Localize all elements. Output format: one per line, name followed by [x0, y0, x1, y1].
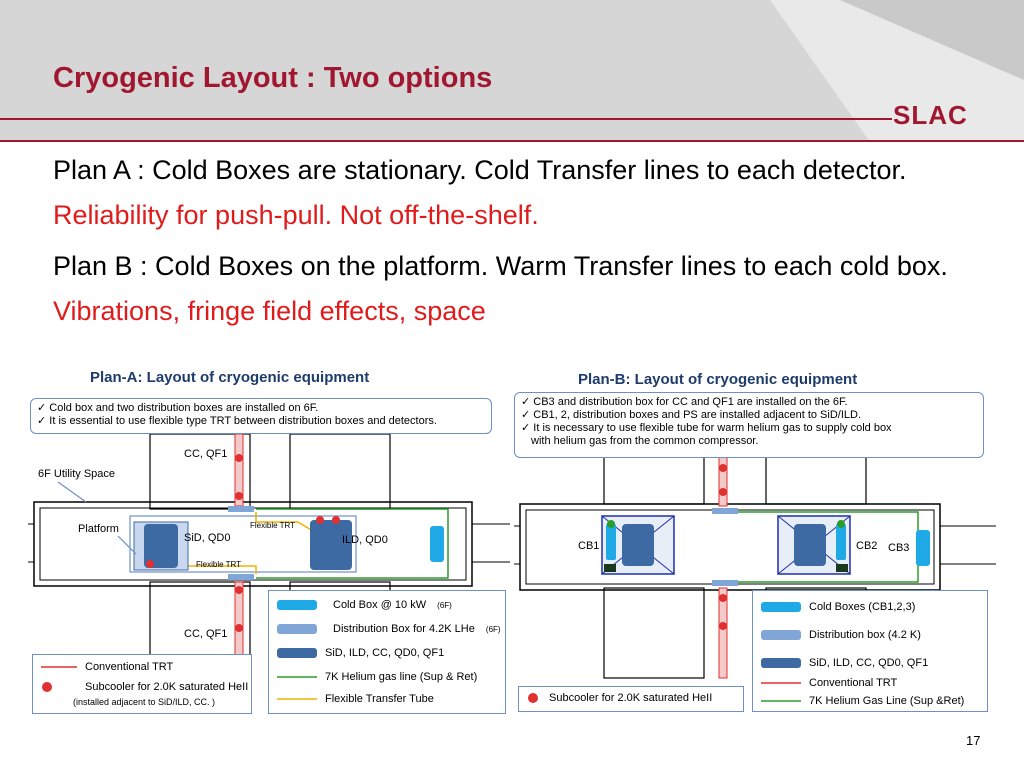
legend-item: Distribution Box for 4.2K LHe (6F): [277, 623, 501, 635]
plan-b-note: ✓ It is necessary to use flexible tube f…: [521, 422, 892, 434]
slac-logo: SLAC: [893, 100, 968, 130]
legend-label: Flexible Transfer Tube: [325, 693, 434, 705]
plan-b-legend-left: Subcooler for 2.0K saturated HeII: [518, 686, 744, 712]
plan-a-note: ✓ Cold box and two distribution boxes ar…: [37, 402, 319, 414]
flexible-trt-label: Flexible TRT: [250, 521, 296, 530]
bullet-text: Plan B : Cold Boxes on the platform. War…: [53, 251, 948, 281]
plan-a-diagram: [28, 433, 510, 673]
legend-label: Subcooler for 2.0K saturated HeII: [85, 681, 249, 693]
legend-item: 7K Helium Gas Line (Sup &Ret): [761, 695, 964, 707]
legend-item: Flexible Transfer Tube: [277, 693, 434, 705]
plan-a-title: Plan-A: Layout of cryogenic equipment: [90, 369, 370, 386]
legend-label: 7K Helium Gas Line (Sup &Ret): [809, 695, 965, 707]
legend-item: Cold Boxes (CB1,2,3): [761, 601, 915, 613]
legend-item: SiD, ILD, CC, QD0, QF1: [761, 657, 928, 669]
title-rule: [0, 118, 892, 120]
cb1-label: CB1: [578, 540, 600, 552]
plan-b-title: Plan-B: Layout of cryogenic equipment: [578, 371, 858, 388]
legend-label: Distribution box (4.2 K): [809, 629, 921, 641]
plan-b-diagram: [514, 433, 996, 679]
legend-item: Conventional TRT: [761, 677, 897, 689]
legend-label: SiD, ILD, CC, QD0, QF1: [809, 657, 929, 669]
legend-label: Conventional TRT: [85, 661, 174, 673]
legend-sub-note: (installed adjacent to SiD/ILD, CC. ): [73, 697, 216, 707]
plan-b-note: ✓ CB3 and distribution box for CC and QF…: [521, 396, 848, 408]
legend-label: Cold Boxes (CB1,2,3): [809, 601, 916, 613]
slide-title: Cryogenic Layout : Two options: [53, 62, 493, 94]
bullet-plan-a: Plan A : Cold Boxes are stationary. Cold…: [53, 148, 993, 238]
cc-qf1-bottom-label: CC, QF1: [184, 628, 228, 640]
sid-qd0-label: SiD, QD0: [184, 532, 231, 544]
legend-item: Subcooler for 2.0K saturated HeII: [41, 681, 248, 693]
plan-b-note: with helium gas from the common compress…: [531, 435, 759, 447]
plan-a-legend-left: Conventional TRT Subcooler for 2.0K satu…: [32, 654, 252, 714]
cb3-label: CB3: [888, 542, 910, 554]
bullet-text: Plan A : Cold Boxes are stationary. Cold…: [53, 155, 907, 185]
plan-a-legend-right: Cold Box @ 10 kW (6F) Distribution Box f…: [268, 590, 506, 714]
cb2-label: CB2: [856, 540, 878, 552]
plan-b-figure: Plan-B: Layout of cryogenic equipment ✓ …: [514, 364, 996, 716]
legend-item: SiD, ILD, CC, QD0, QF1: [277, 647, 444, 659]
legend-item: 7K Helium gas line (Sup & Ret): [277, 671, 477, 683]
flexible-trt-label: Flexible TRT: [196, 560, 242, 569]
legend-label: Subcooler for 2.0K saturated HeII: [549, 692, 713, 704]
legend-sup: (6F): [437, 601, 452, 610]
plan-a-note: ✓ It is essential to use flexible type T…: [37, 415, 437, 427]
legend-item: Subcooler for 2.0K saturated HeII: [527, 692, 712, 704]
utility-space-label: 6F Utility Space: [38, 468, 116, 480]
bullet-highlight: Vibrations, fringe field effects, space: [53, 296, 486, 326]
legend-label: 7K Helium gas line (Sup & Ret): [325, 671, 478, 683]
plan-b-legend-right: Cold Boxes (CB1,2,3) Distribution box (4…: [752, 590, 988, 712]
ild-qd0-label: ILD, QD0: [342, 534, 388, 546]
legend-label: Conventional TRT: [809, 677, 898, 689]
legend-label: SiD, ILD, CC, QD0, QF1: [325, 647, 445, 659]
plan-a-notes: ✓ Cold box and two distribution boxes ar…: [30, 398, 492, 434]
cc-qf1-top-label: CC, QF1: [184, 448, 228, 460]
legend-item: Conventional TRT: [41, 661, 173, 673]
header-decoration: [770, 0, 1024, 142]
platform-label: Platform: [78, 523, 119, 535]
plan-a-figure: Plan-A: Layout of cryogenic equipment ✓ …: [28, 364, 510, 716]
legend-label: Cold Box @ 10 kW: [333, 599, 427, 611]
plan-b-note: ✓ CB1, 2, distribution boxes and PS are …: [521, 409, 862, 421]
bullet-plan-b: Plan B : Cold Boxes on the platform. War…: [53, 244, 993, 334]
plan-b-notes: ✓ CB3 and distribution box for CC and QF…: [514, 392, 984, 458]
bullet-highlight: Reliability for push-pull. Not off-the-s…: [53, 200, 539, 230]
legend-sup: (6F): [485, 625, 501, 634]
slide-body: Plan A : Cold Boxes are stationary. Cold…: [53, 148, 993, 340]
page-number: 17: [966, 733, 981, 748]
legend-item: Distribution box (4.2 K): [761, 629, 921, 641]
legend-item: Cold Box @ 10 kW (6F): [277, 599, 452, 611]
legend-label: Distribution Box for 4.2K LHe: [333, 623, 475, 635]
header-rule: [0, 140, 1024, 142]
